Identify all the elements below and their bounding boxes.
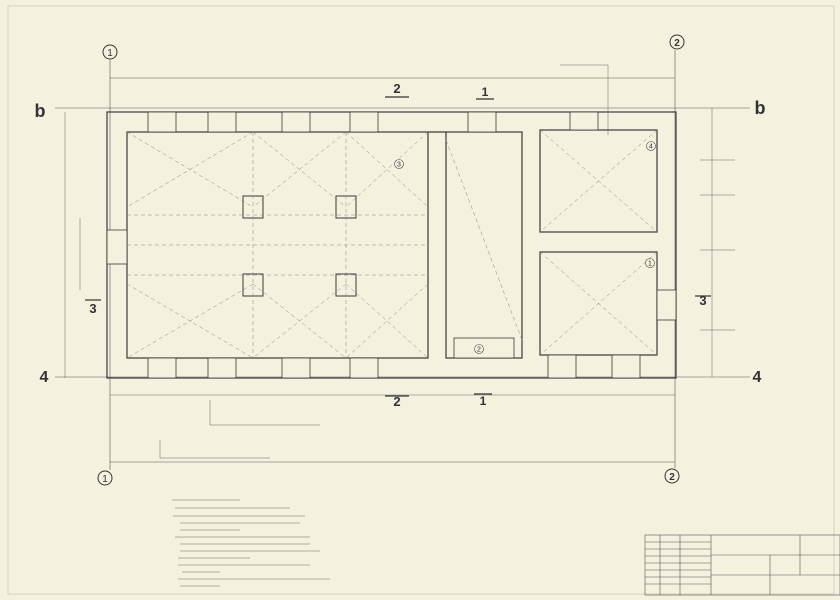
grid-label-row-top-left: b <box>35 101 46 121</box>
svg-text:1: 1 <box>107 48 113 59</box>
room-number-2: 2 <box>477 347 481 354</box>
dimension-lines <box>64 64 735 459</box>
section-arrows <box>85 96 711 397</box>
grid-label-col-right-bottom: 2 <box>664 468 680 484</box>
room-number-1: 1 <box>648 261 652 268</box>
grid-label-row-top-right: b <box>755 98 766 118</box>
section-mark-3-left: 3 <box>89 301 96 316</box>
grid-label-row-bottom-right: 4 <box>753 369 762 386</box>
grid-label-col-left-top: 1 <box>102 44 118 60</box>
section-mark-2-top: 2 <box>393 81 400 96</box>
svg-text:2: 2 <box>669 472 675 483</box>
room-number-4: 4 <box>649 144 653 151</box>
title-block <box>644 534 840 596</box>
sheet-border <box>7 5 835 595</box>
section-mark-2-bottom: 2 <box>393 394 400 409</box>
notes-block <box>172 499 330 587</box>
svg-text:2: 2 <box>674 38 680 49</box>
svg-text:1: 1 <box>102 474 108 485</box>
room-numbers: 1 2 3 4 <box>394 141 656 354</box>
section-mark-3-right: 3 <box>699 293 706 308</box>
grid-label-row-bottom-left: 4 <box>40 369 49 386</box>
vault-lines <box>126 129 658 359</box>
windows <box>106 111 677 379</box>
grid-label-col-left-bottom: 1 <box>97 470 113 486</box>
section-mark-1-top: 1 <box>482 85 489 99</box>
section-mark-1-bottom: 1 <box>480 394 487 408</box>
room-number-3: 3 <box>397 162 401 169</box>
grid-label-col-right-top: 2 <box>669 34 685 50</box>
